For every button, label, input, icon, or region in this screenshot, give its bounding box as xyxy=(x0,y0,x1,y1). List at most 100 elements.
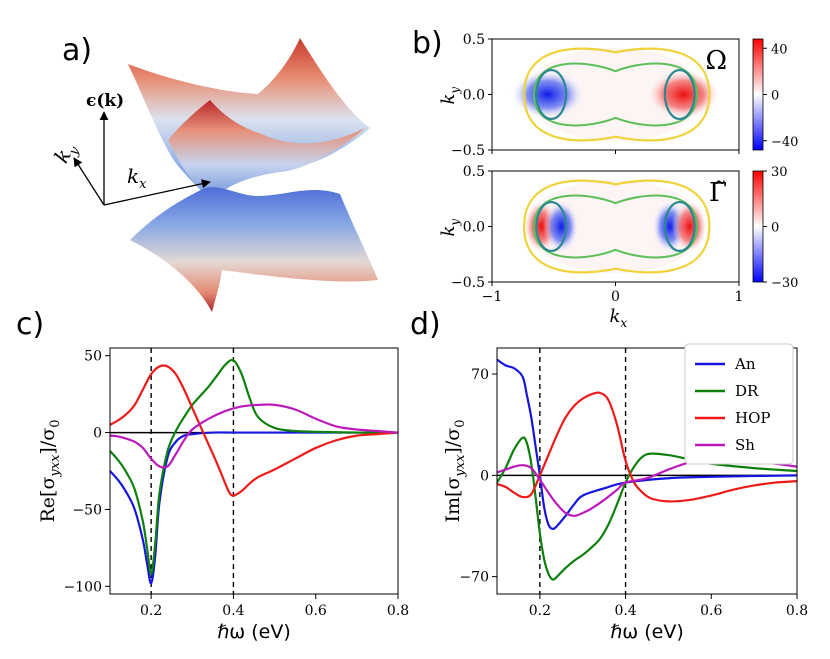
xtick-label: 0.8 xyxy=(387,603,409,619)
x-axis-label: ℏω (eV) xyxy=(217,621,291,643)
ytick-label: −0.5 xyxy=(451,275,485,291)
ylabel-tail: ]/σ xyxy=(37,428,59,455)
ytick-label: 0 xyxy=(480,468,489,484)
legend-label-sh: Sh xyxy=(735,436,755,454)
y-axis-label: ky xyxy=(438,87,462,105)
heatmap-title: Ω xyxy=(705,46,727,76)
heatmap-area xyxy=(492,39,739,150)
series-sh-line xyxy=(110,403,398,469)
ytick-label: −50 xyxy=(72,502,102,518)
contour-middle xyxy=(532,194,699,259)
plot-area xyxy=(110,348,398,594)
legend-label-dr: DR xyxy=(735,382,759,400)
band-surface-upper xyxy=(128,38,370,200)
heatmap-haze xyxy=(526,179,705,274)
colorbar xyxy=(752,170,764,283)
xlabel-main: k xyxy=(610,306,621,327)
ylabel-sub2: 0 xyxy=(453,420,468,428)
colorbar-tick-label: 30 xyxy=(771,165,788,180)
panel-label-a: a) xyxy=(62,33,92,68)
ylabel-main: Im[σ xyxy=(442,477,464,523)
xtick-label: 0.2 xyxy=(529,603,551,619)
hotspot-positive xyxy=(672,200,708,253)
contour-inner xyxy=(663,68,696,121)
y-axis-label: Im[σyxx]/σ0 xyxy=(442,420,468,523)
ylabel-main: k xyxy=(438,226,459,237)
band-surface-lower xyxy=(130,187,378,312)
xtick-label: 0.2 xyxy=(140,603,162,619)
colorbar-tick-label: 40 xyxy=(771,42,788,57)
contour-inner xyxy=(535,200,568,253)
energy-axis-label: ϵ(k) xyxy=(86,91,124,111)
ytick-label: 0 xyxy=(93,426,102,442)
axes-frame xyxy=(496,347,798,595)
ylabel-main: k xyxy=(438,94,459,105)
ylabel-sub: yxx xyxy=(453,454,468,478)
series-hop-line xyxy=(110,364,398,497)
x-axis-label: ℏω (eV) xyxy=(610,621,684,643)
lower-band xyxy=(130,187,378,312)
hotspot-positive xyxy=(646,69,721,120)
contour-middle xyxy=(532,62,699,127)
series-dr-line xyxy=(110,358,398,576)
panel-label-d: d) xyxy=(410,307,441,342)
ylabel-main: Re[σ xyxy=(37,477,59,523)
ytick-label: 0.0 xyxy=(463,88,485,104)
ylabel-tail: ]/σ xyxy=(442,428,464,455)
legend-label-an: An xyxy=(734,355,756,373)
xtick-label: 0.6 xyxy=(700,603,722,619)
xlabel-sub: x xyxy=(620,316,627,330)
xtick-label: 1 xyxy=(735,289,744,305)
ytick-label: −100 xyxy=(64,579,102,595)
y-axis-label: Re[σyxx]/σ0 xyxy=(37,419,63,522)
hotspot-negative xyxy=(510,69,585,120)
xtick-label: 0.4 xyxy=(614,603,636,619)
ky-axis-arrow xyxy=(73,157,105,206)
xtick-label: 0.4 xyxy=(222,603,244,619)
legend-box xyxy=(684,343,794,465)
ylabel-sub: y xyxy=(448,87,462,95)
colorbar xyxy=(752,38,764,151)
xtick-label: 0.6 xyxy=(305,603,327,619)
contour-outer xyxy=(523,179,711,274)
ylabel-sub2: 0 xyxy=(48,419,63,427)
heatmap-area xyxy=(492,171,739,282)
ytick-label: 0.0 xyxy=(463,220,485,236)
colorbar-tick-label: 0 xyxy=(771,221,779,236)
kx-axis-label: kx xyxy=(127,164,147,192)
panel-label-b: b) xyxy=(412,26,443,61)
upper-band-front xyxy=(168,100,365,200)
ytick-label: 0.5 xyxy=(463,164,485,180)
kx-axis-arrow xyxy=(103,179,211,206)
series-an-line xyxy=(110,431,398,585)
ytick-label: −0.5 xyxy=(451,143,485,159)
xtick-label: 0 xyxy=(611,289,620,305)
ylabel-sub: yxx xyxy=(48,454,63,478)
contour-inner xyxy=(535,68,568,121)
panel-label-c: c) xyxy=(16,307,44,342)
colorbar-tick-label: −30 xyxy=(771,276,798,291)
colorbar-tick-label: −40 xyxy=(771,135,798,150)
series-hop-line xyxy=(497,391,797,503)
heatmap-haze xyxy=(526,47,705,142)
xtick-label: 0.8 xyxy=(786,603,808,619)
hotspot-negative xyxy=(543,200,579,253)
k-axes: ϵ(k) ky kx xyxy=(49,91,211,206)
ylabel-sub: y xyxy=(448,219,462,227)
ytick-label: −70 xyxy=(459,570,489,586)
y-axis-label: ky xyxy=(438,219,462,237)
ytick-label: 50 xyxy=(84,349,102,365)
contour-inner xyxy=(663,200,696,253)
legend-label-hop: HOP xyxy=(735,409,770,427)
heatmap-title: Γ̃ xyxy=(709,178,727,208)
ytick-label: 70 xyxy=(471,367,489,383)
ytick-label: 0.5 xyxy=(463,32,485,48)
x-axis-label: kx xyxy=(610,306,628,330)
axes-frame xyxy=(109,347,399,595)
